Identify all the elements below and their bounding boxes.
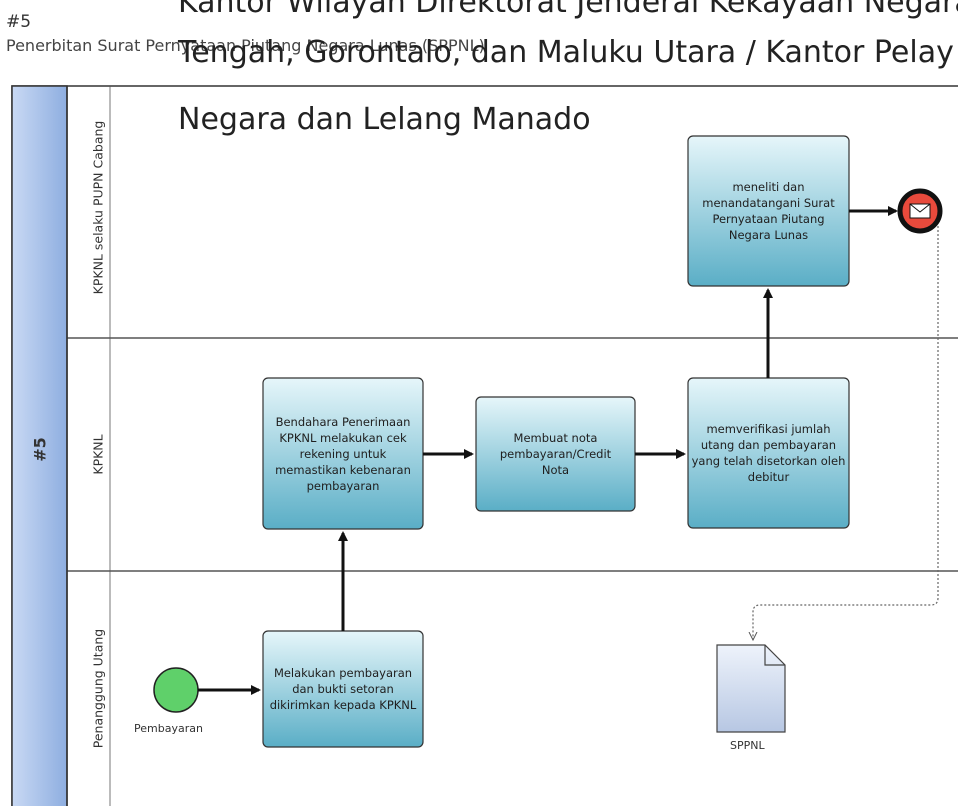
association-end-to-document [753,226,939,640]
start-event-label: Pembayaran [134,722,203,735]
process-id: #5 [6,12,32,32]
overlay-title-line-2: Tengah, Gorontalo, dan Maluku Utara / Ka… [178,35,954,70]
task-verify-text: memverifikasi jumlah utang dan pembayara… [691,422,846,484]
start-event-icon [153,667,199,713]
task-sign-sppnl-text: meneliti dan menandatangani Surat Pernya… [702,180,835,242]
lane-label-kpknl-pupn: KPKNL selaku PUPN Cabang [90,120,106,295]
document-label: SPPNL [730,739,765,752]
pool-label: #5 [30,437,50,462]
process-subtitle: Penerbitan Surat Pernyataan Piutang Nega… [6,36,485,55]
lane-label-penanggung-utang: Penanggung Utang [90,628,106,749]
task-payment-text: Melakukan pembayaran dan bukti setoran d… [269,666,417,712]
pool-header [11,85,68,806]
document-icon [716,644,786,733]
lane-label-kpknl: KPKNL [90,434,106,475]
overlay-title-line-3: Negara dan Lelang Manado [178,102,591,137]
overlay-title-line-1: Kantor Wilayah Direktorat Jenderal Kekay… [178,0,958,20]
task-check-account-text: Bendahara Penerimaan KPKNL melakukan cek… [275,414,411,493]
task-create-nota-text: Membuat nota pembayaran/Credit Nota [499,431,612,477]
